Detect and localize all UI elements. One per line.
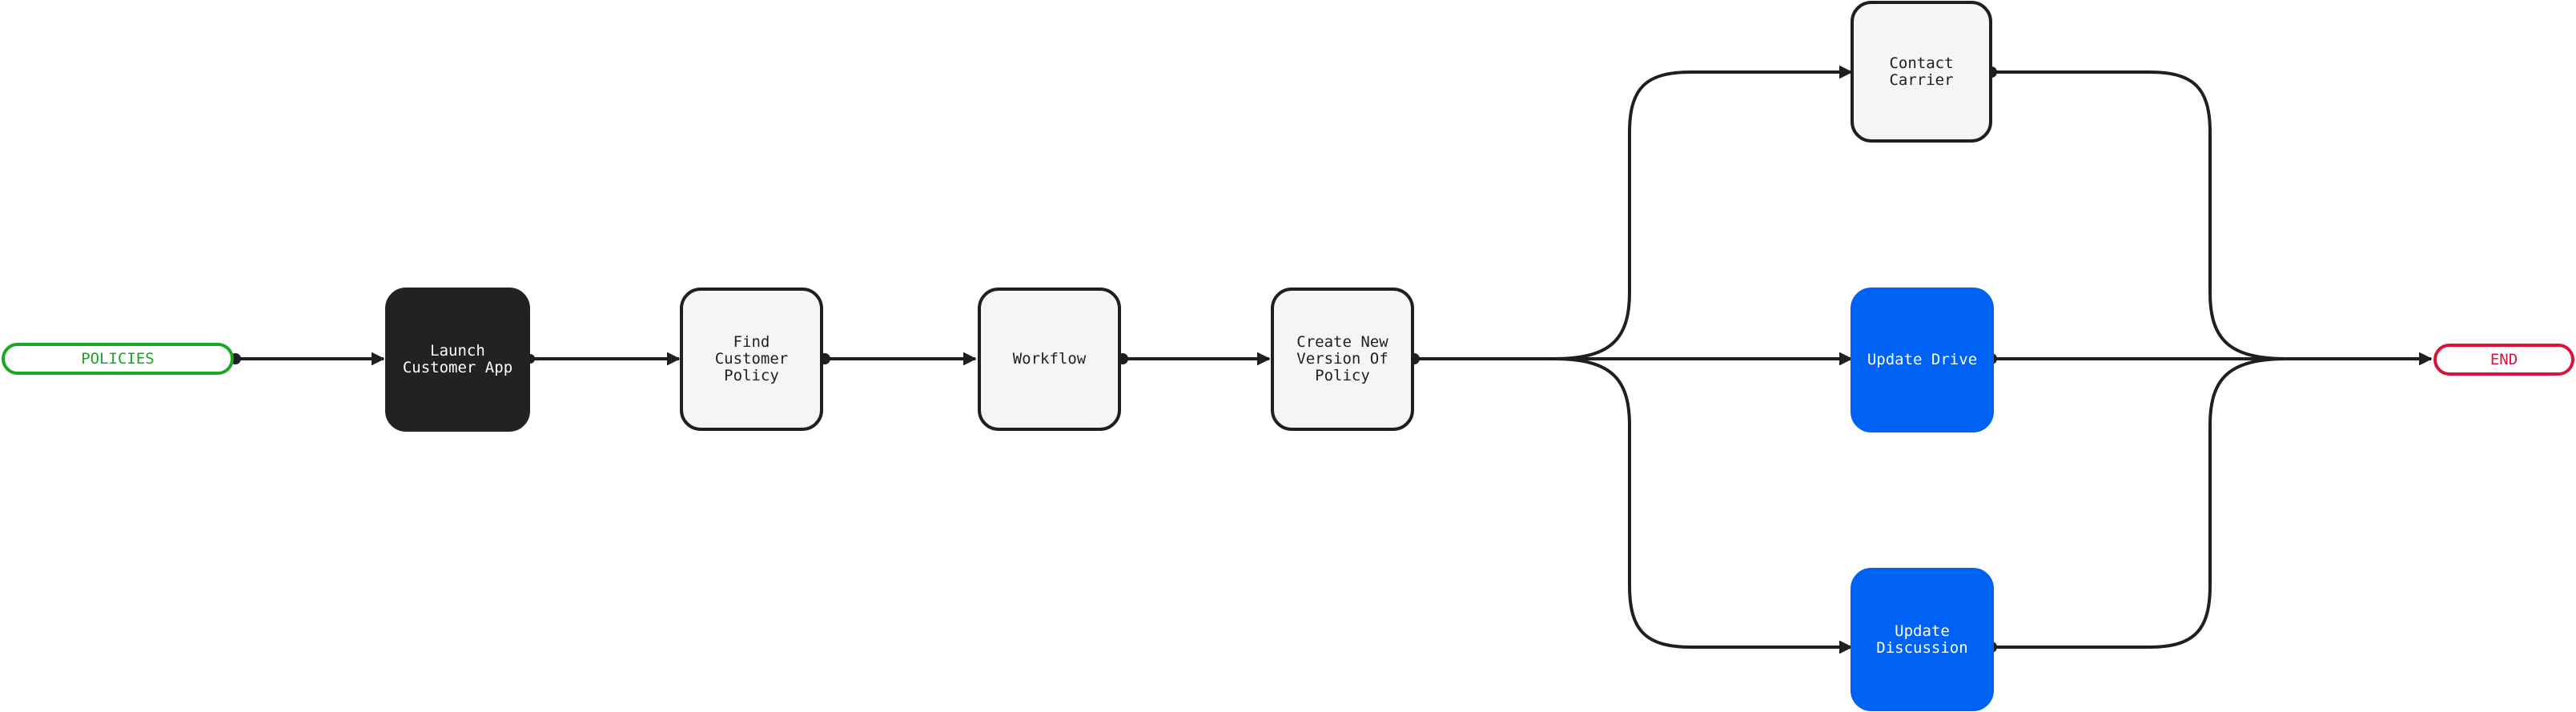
- start-terminal[interactable]: POLICIES: [2, 343, 234, 375]
- node-workflow[interactable]: Workflow: [978, 288, 1121, 431]
- edge-contact-to-end: [1991, 70, 2288, 360]
- edge-create-to-contact: [1553, 65, 1853, 360]
- edge-create-to-discussion: [1553, 357, 1853, 654]
- end-terminal[interactable]: END: [2433, 344, 2574, 376]
- edge-discussion-to-end: [1991, 357, 2288, 649]
- node-find-customer-policy[interactable]: Find Customer Policy: [680, 288, 823, 431]
- node-update-discussion[interactable]: Update Discussion: [1851, 568, 1994, 711]
- node-contact-carrier[interactable]: Contact Carrier: [1851, 1, 1992, 143]
- node-launch-customer-app[interactable]: Launch Customer App: [385, 288, 530, 432]
- node-update-drive[interactable]: Update Drive: [1851, 288, 1994, 432]
- node-create-new-version[interactable]: Create New Version Of Policy: [1271, 288, 1414, 431]
